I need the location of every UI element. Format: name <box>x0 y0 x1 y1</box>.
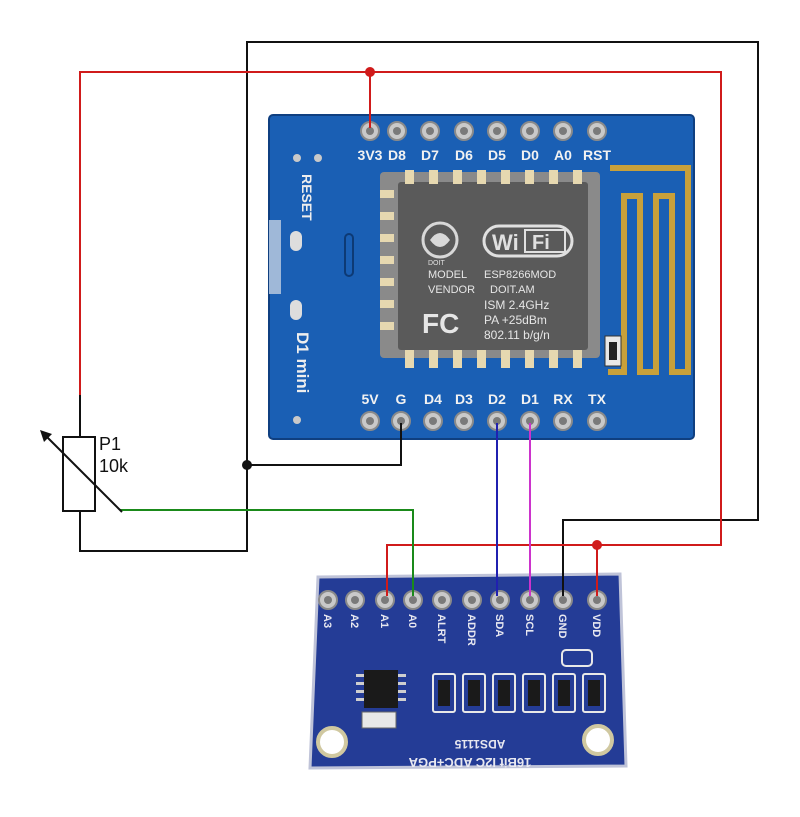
module-pins-top <box>405 170 582 184</box>
ads-pin-label: ADDR <box>465 614 477 646</box>
module-pins-bottom <box>405 350 582 368</box>
ads1115-board: ADS1115 16Bit I2C ADC+PGA A3 A2 A1 A0 ALRT AD… <box>308 572 628 770</box>
module-pins-left <box>380 190 394 330</box>
pcb-antenna <box>608 165 691 375</box>
smd-pads <box>432 673 606 713</box>
wemos-pin-label: D8 <box>388 147 406 163</box>
gnd-wire-wemos <box>247 423 402 466</box>
vendor-value: DOIT.AM <box>490 284 535 296</box>
ads-pin-label: VDD <box>590 614 602 637</box>
potentiometer-p1: P1 10k <box>40 395 129 513</box>
signal-wire-a0 <box>120 509 414 596</box>
wemos-pin-label: RST <box>583 147 611 163</box>
wemos-pin-label: D0 <box>521 147 539 163</box>
wemos-pin-label: D4 <box>424 391 442 407</box>
wifi-text: Wi <box>492 230 519 255</box>
gnd-wire-outer <box>246 41 759 596</box>
wemos-pin-label: G <box>396 391 407 407</box>
vcc-junction-ads <box>592 540 602 550</box>
wemos-pin-label: 3V3 <box>358 147 383 163</box>
std-text: 802.11 b/g/n <box>484 328 550 342</box>
model-key: MODEL <box>428 269 467 281</box>
ads-pin-label: A3 <box>321 614 333 628</box>
gnd-wire-pot <box>79 465 248 552</box>
ads-pin-label: SCL <box>523 614 535 636</box>
usb-connector-edge <box>269 220 281 294</box>
module-brand: DOIT <box>428 260 445 267</box>
ads-pin-label: GND <box>556 614 568 639</box>
wemos-pin-label: D5 <box>488 147 506 163</box>
wemos-top-header: 3V3 D8 D7 D6 D5 D0 A0 RST <box>358 121 611 163</box>
ads-pin-label: SDA <box>493 614 505 637</box>
ads-pin-label: A2 <box>348 614 360 628</box>
pot-value: 10k <box>99 456 129 476</box>
ads-description: 16Bit I2C ADC+PGA <box>408 755 531 770</box>
vcc-wire-outer <box>79 71 722 596</box>
gnd-junction <box>242 460 252 470</box>
ads-pin-label: A0 <box>406 614 418 628</box>
wemos-pin-label: A0 <box>554 147 572 163</box>
wifi-logo-icon <box>482 224 574 258</box>
model-value: ESP8266MOD <box>484 269 556 281</box>
wemos-pin-label: RX <box>553 391 573 407</box>
wemos-d1-mini-board: DOIT Wi Fi MODEL ESP8266MOD VENDOR DOIT.… <box>268 114 695 440</box>
board-name: D1 mini <box>293 332 312 393</box>
pa-text: PA +25dBm <box>484 313 547 327</box>
ads-name: ADS1115 <box>454 737 505 751</box>
ads-pin-label: ALRT <box>435 614 447 644</box>
mounting-hole-right <box>582 724 614 756</box>
reset-label: RESET <box>299 174 315 221</box>
wemos-pin-label: D1 <box>521 391 539 407</box>
wemos-pin-label: D3 <box>455 391 473 407</box>
wemos-pin-label: D7 <box>421 147 439 163</box>
wires <box>79 41 759 596</box>
ads-header: A3 A2 A1 A0 ALRT ADDR SDA SCL GND VDD <box>318 590 607 646</box>
wifi-box-text: Fi <box>532 232 550 254</box>
reset-button <box>290 231 302 251</box>
wemos-pin-label: TX <box>588 391 607 407</box>
pot-ref: P1 <box>99 434 121 454</box>
ads1115-chip <box>364 670 398 708</box>
doit-logo-icon <box>421 221 459 259</box>
pot-body <box>62 436 96 512</box>
fcc-logo: FC <box>422 308 459 339</box>
wemos-pin-label: D6 <box>455 147 473 163</box>
wemos-pin-label: D2 <box>488 391 506 407</box>
pot-wiper-arrow <box>41 431 123 513</box>
vendor-key: VENDOR <box>428 284 475 296</box>
vcc-junction-top <box>365 67 375 77</box>
ism-text: ISM 2.4GHz <box>484 298 549 312</box>
mounting-hole-left <box>316 726 348 758</box>
smd-resistor <box>361 711 397 729</box>
wemos-pin-label: 5V <box>361 391 379 407</box>
ads-pin-label: A1 <box>378 614 390 628</box>
